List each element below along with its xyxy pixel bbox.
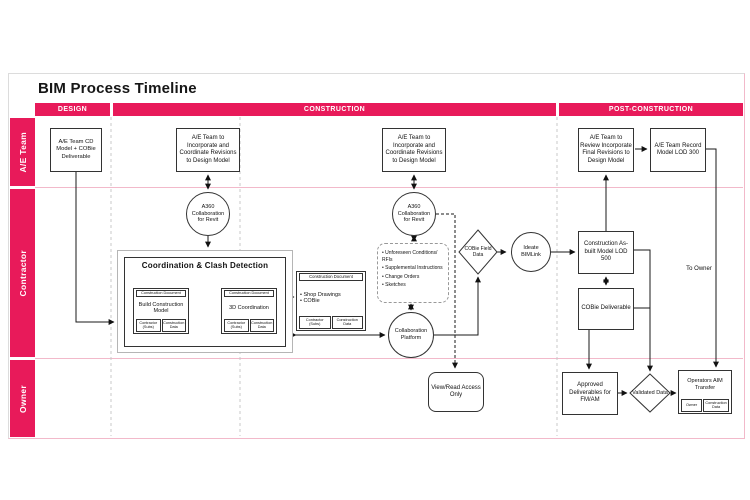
lane-divider bbox=[35, 358, 743, 359]
node-cobie-deliverable: COBie Deliverable bbox=[578, 288, 634, 330]
node-collaboration-platform: Collaboration Platform bbox=[388, 312, 434, 358]
doc-cell-data: Construction Data bbox=[249, 318, 274, 332]
unforeseen-item: • Sketches bbox=[382, 282, 406, 288]
lane-divider bbox=[35, 187, 743, 188]
node-review-final-revisions: A/E Team to Review Incorporate Final Rev… bbox=[578, 128, 634, 172]
node-a360-collab-2: A360 Collaboration for Revit bbox=[392, 192, 436, 236]
doc-header: Construction Document bbox=[224, 290, 274, 298]
doc-title: Build Construction Model bbox=[138, 301, 184, 315]
to-owner-label: To Owner bbox=[686, 266, 712, 272]
doc-cell-data: Construction Data bbox=[161, 318, 186, 332]
node-incorporate-revisions-1: A/E Team to Incorporate and Coordinate R… bbox=[176, 128, 240, 172]
validated-data-label: Validated Data bbox=[632, 389, 668, 396]
node-record-model: A/E Team Record Model LOD 300 bbox=[650, 128, 706, 172]
doc-cell-contractor: Contractor (Subs) bbox=[299, 315, 331, 329]
node-approved-deliverables: Approved Deliverables for FM/AM bbox=[562, 372, 618, 415]
node-incorporate-revisions-2: A/E Team to Incorporate and Coordinate R… bbox=[382, 128, 446, 172]
unforeseen-item: • Supplemental Instructions bbox=[382, 265, 443, 271]
phase-post-construction: POST-CONSTRUCTION bbox=[559, 103, 743, 116]
doc-cell-data: Construction Data bbox=[703, 398, 729, 412]
unforeseen-item: • Unforeseen Conditions/ RFIs bbox=[382, 250, 438, 263]
doc-header: Construction Document bbox=[136, 290, 186, 298]
lane-owner: Owner bbox=[10, 360, 35, 437]
node-build-construction-model: Construction Document Build Construction… bbox=[133, 288, 189, 334]
validated-data-diamond bbox=[629, 373, 671, 413]
node-a360-collab-1: A360 Collaboration for Revit bbox=[186, 192, 230, 236]
doc-cell-contractor: Contractor (Subs) bbox=[224, 318, 249, 332]
node-shop-drawings: Construction Document • Shop Drawings • … bbox=[296, 271, 366, 331]
unforeseen-item: • Change Orders bbox=[382, 273, 420, 280]
node-3d-coordination: Construction Document 3D Coordination Co… bbox=[221, 288, 277, 334]
node-operators-aim-transfer: Operators AIM Transfer Owner Constructio… bbox=[678, 370, 732, 414]
shop-item: • Shop Drawings bbox=[300, 291, 341, 298]
cobie-field-data-diamond bbox=[458, 229, 498, 275]
node-unforeseen-conditions: • Unforeseen Conditions/ RFIs • Suppleme… bbox=[377, 243, 449, 303]
node-view-read-access: View/Read Access Only bbox=[428, 372, 484, 412]
doc-cell-data: Construction Data bbox=[331, 315, 363, 329]
lane-ae-team: A/E Team bbox=[10, 118, 35, 186]
page-title: BIM Process Timeline bbox=[38, 80, 197, 97]
node-cd-model: A/E Team CD Model + COBie Deliverable bbox=[50, 128, 102, 172]
doc-title: Operators AIM Transfer bbox=[687, 378, 723, 391]
phase-design: DESIGN bbox=[35, 103, 110, 116]
lane-contractor: Contractor bbox=[10, 189, 35, 357]
phase-sub-dividers bbox=[110, 117, 558, 436]
phase-construction: CONSTRUCTION bbox=[113, 103, 556, 116]
doc-cell-owner: Owner bbox=[681, 398, 703, 412]
doc-header: Construction Document bbox=[299, 273, 363, 281]
clash-detection-title: Coordination & Clash Detection bbox=[141, 261, 269, 270]
doc-title: 3D Coordination bbox=[229, 304, 269, 311]
node-asbuilt-model: Construction As-built Model LOD 500 bbox=[578, 231, 634, 274]
node-ideate-bimlink: Ideate BIMLink bbox=[511, 232, 551, 272]
shop-item: • COBie bbox=[300, 298, 320, 305]
doc-cell-contractor: Contractor (Subs) bbox=[136, 318, 161, 332]
cobie-field-data-label: COBie Field Data bbox=[464, 246, 492, 258]
